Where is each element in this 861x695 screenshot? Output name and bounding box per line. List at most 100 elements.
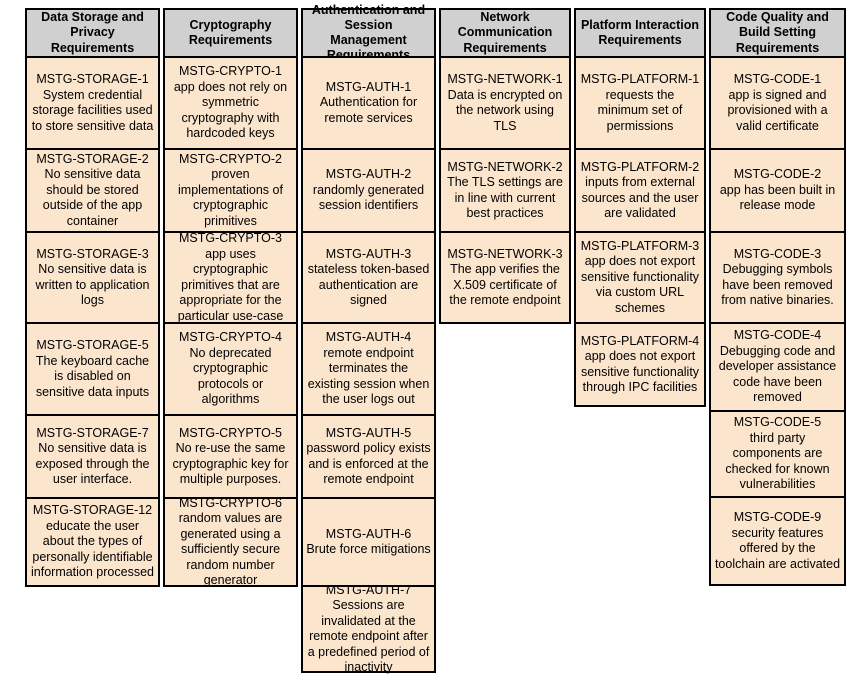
requirement-description: educate the user about the types of pers…: [31, 518, 154, 580]
cell-mstg-code-9: MSTG-CODE-9 security features offered by…: [709, 496, 846, 586]
requirement-description: No re-use the same cryptographic key for…: [172, 441, 289, 486]
requirement-id: MSTG-STORAGE-12: [32, 503, 153, 518]
requirement-description: app does not export sensitive functional…: [580, 349, 700, 394]
requirements-table: Data Storage and Privacy Requirements MS…: [25, 3, 861, 674]
requirement-id: MSTG-NETWORK-1: [447, 72, 563, 86]
column-header-label: Code Quality and Build Setting Requireme…: [726, 10, 829, 55]
requirement-id: MSTG-PLATFORM-1: [580, 72, 700, 86]
requirement-description: System credential storage facilities use…: [31, 87, 154, 133]
requirement-id: MSTG-AUTH-5: [325, 425, 412, 440]
requirement-id: MSTG-CRYPTO-2: [178, 151, 283, 166]
requirement-description: Brute force mitigations: [306, 542, 431, 556]
requirement-description: The TLS settings are in line with curren…: [447, 175, 563, 220]
requirement-id: MSTG-CRYPTO-6: [178, 495, 283, 510]
requirement-id: MSTG-PLATFORM-2: [580, 159, 700, 174]
requirement-description: random values are generated using a suff…: [178, 511, 283, 587]
column-network: Network Communication Requirements MSTG-…: [439, 8, 571, 324]
cell-mstg-code-3: MSTG-CODE-3 Debugging symbols have been …: [709, 231, 846, 324]
requirement-id: MSTG-PLATFORM-3: [580, 238, 700, 253]
requirement-id: MSTG-NETWORK-2: [447, 159, 563, 174]
requirement-description: proven implementations of cryptographic …: [178, 167, 283, 228]
requirement-id: MSTG-AUTH-4: [325, 330, 412, 345]
cell-mstg-storage-7: MSTG-STORAGE-7 No sensitive data is expo…: [25, 414, 160, 499]
requirement-id: MSTG-AUTH-1: [325, 79, 412, 94]
cell-mstg-auth-1: MSTG-AUTH-1 Authentication for remote se…: [301, 56, 436, 150]
requirement-id: MSTG-CRYPTO-1: [178, 64, 283, 79]
cell-mstg-storage-12: MSTG-STORAGE-12 educate the user about t…: [25, 497, 160, 587]
cell-mstg-code-2: MSTG-CODE-2 app has been built in releas…: [709, 148, 846, 233]
requirement-id: MSTG-CODE-4: [733, 328, 822, 343]
cell-mstg-platform-3: MSTG-PLATFORM-3 app does not export sens…: [574, 231, 706, 324]
cell-mstg-storage-3: MSTG-STORAGE-3 No sensitive data is writ…: [25, 231, 160, 324]
requirement-description: requests the minimum set of permissions: [597, 87, 683, 133]
requirement-description: stateless token-based authentication are…: [307, 262, 430, 307]
cell-mstg-auth-2: MSTG-AUTH-2 randomly generated session i…: [301, 148, 436, 233]
requirement-description: inputs from external sources and the use…: [581, 175, 699, 220]
column-header-code-quality: Code Quality and Build Setting Requireme…: [709, 8, 846, 58]
requirement-description: No sensitive data is exposed through the…: [35, 441, 150, 486]
column-header-data-storage: Data Storage and Privacy Requirements: [25, 8, 160, 58]
column-authentication: Authentication and Session Management Re…: [301, 3, 436, 674]
requirement-id: MSTG-CRYPTO-4: [178, 330, 283, 345]
column-header-cryptography: Cryptography Requirements: [163, 8, 298, 58]
column-header-authentication: Authentication and Session Management Re…: [301, 3, 436, 62]
cell-mstg-crypto-6: MSTG-CRYPTO-6 random values are generate…: [163, 495, 298, 587]
requirement-id: MSTG-STORAGE-5: [36, 338, 149, 352]
requirement-description: No deprecated cryptographic protocols or…: [189, 345, 272, 407]
cell-mstg-storage-5: MSTG-STORAGE-5 The keyboard cache is dis…: [25, 322, 160, 416]
requirement-id: MSTG-STORAGE-1: [36, 72, 149, 86]
cell-mstg-code-4: MSTG-CODE-4 Debugging code and developer…: [709, 322, 846, 412]
cell-mstg-auth-4: MSTG-AUTH-4 remote endpoint terminates t…: [301, 322, 436, 416]
requirement-description: No sensitive data should be stored outsi…: [42, 167, 143, 228]
cell-mstg-storage-1: MSTG-STORAGE-1 System credential storage…: [25, 56, 160, 150]
requirement-id: MSTG-CODE-9: [733, 510, 822, 524]
cell-mstg-crypto-3: MSTG-CRYPTO-3 app uses cryptographic pri…: [163, 231, 298, 324]
requirement-description: app has been built in release mode: [719, 182, 836, 213]
column-header-label: Network Communication Requirements: [457, 10, 553, 55]
column-header-platform: Platform Interaction Requirements: [574, 8, 706, 58]
requirement-id: MSTG-STORAGE-7: [36, 425, 149, 440]
column-header-label: Data Storage and Privacy Requirements: [41, 10, 144, 55]
requirement-id: MSTG-AUTH-6: [325, 526, 412, 541]
requirement-description: No sensitive data is written to applicat…: [35, 262, 150, 307]
column-header-label: Authentication and Session Management Re…: [311, 2, 426, 63]
cell-mstg-code-1: MSTG-CODE-1 app is signed and provisione…: [709, 56, 846, 150]
requirement-description: password policy exists and is enforced a…: [306, 441, 431, 486]
cell-mstg-code-5: MSTG-CODE-5 third party components are c…: [709, 410, 846, 498]
column-header-network: Network Communication Requirements: [439, 8, 571, 58]
requirement-description: app uses cryptographic primitives that a…: [177, 246, 284, 323]
requirement-description: app does not export sensitive functional…: [580, 254, 700, 315]
requirement-description: The keyboard cache is disabled on sensit…: [35, 353, 150, 399]
cell-mstg-crypto-1: MSTG-CRYPTO-1 app does not rely on symme…: [163, 56, 298, 150]
cell-mstg-crypto-2: MSTG-CRYPTO-2 proven implementations of …: [163, 148, 298, 233]
column-header-label: Platform Interaction Requirements: [580, 17, 700, 47]
column-cryptography: Cryptography Requirements MSTG-CRYPTO-1 …: [163, 8, 298, 587]
requirement-id: MSTG-CODE-1: [733, 72, 822, 86]
column-data-storage: Data Storage and Privacy Requirements MS…: [25, 8, 160, 587]
column-platform: Platform Interaction Requirements MSTG-P…: [574, 8, 706, 407]
cell-mstg-network-1: MSTG-NETWORK-1 Data is encrypted on the …: [439, 56, 571, 150]
requirement-id: MSTG-CODE-3: [733, 246, 822, 261]
cell-mstg-network-3: MSTG-NETWORK-3 The app verifies the X.50…: [439, 231, 571, 324]
requirement-id: MSTG-CODE-5: [733, 415, 822, 430]
requirement-description: app is signed and provisioned with a val…: [727, 87, 828, 133]
cell-mstg-auth-5: MSTG-AUTH-5 password policy exists and i…: [301, 414, 436, 499]
requirement-id: MSTG-AUTH-7: [325, 582, 412, 597]
cell-mstg-auth-6: MSTG-AUTH-6 Brute force mitigations: [301, 497, 436, 587]
requirement-id: MSTG-STORAGE-3: [36, 246, 149, 261]
requirement-id: MSTG-AUTH-2: [325, 167, 412, 182]
cell-mstg-crypto-5: MSTG-CRYPTO-5 No re-use the same cryptog…: [163, 414, 298, 499]
requirement-id: MSTG-PLATFORM-4: [580, 333, 700, 348]
requirement-description: security features offered by the toolcha…: [714, 525, 841, 571]
cell-mstg-auth-7: MSTG-AUTH-7 Sessions are invalidated at …: [301, 582, 436, 674]
requirement-description: The app verifies the X.509 certificate o…: [449, 262, 561, 307]
cell-mstg-platform-2: MSTG-PLATFORM-2 inputs from external sou…: [574, 148, 706, 233]
cell-mstg-platform-4: MSTG-PLATFORM-4 app does not export sens…: [574, 322, 706, 407]
requirement-description: Authentication for remote services: [319, 95, 418, 125]
requirement-description: randomly generated session identifiers: [312, 182, 425, 213]
cell-mstg-crypto-4: MSTG-CRYPTO-4 No deprecated cryptographi…: [163, 322, 298, 416]
column-header-label: Cryptography Requirements: [188, 17, 273, 47]
cell-mstg-auth-3: MSTG-AUTH-3 stateless token-based authen…: [301, 231, 436, 324]
requirement-description: Debugging code and developer assistance …: [718, 343, 837, 405]
